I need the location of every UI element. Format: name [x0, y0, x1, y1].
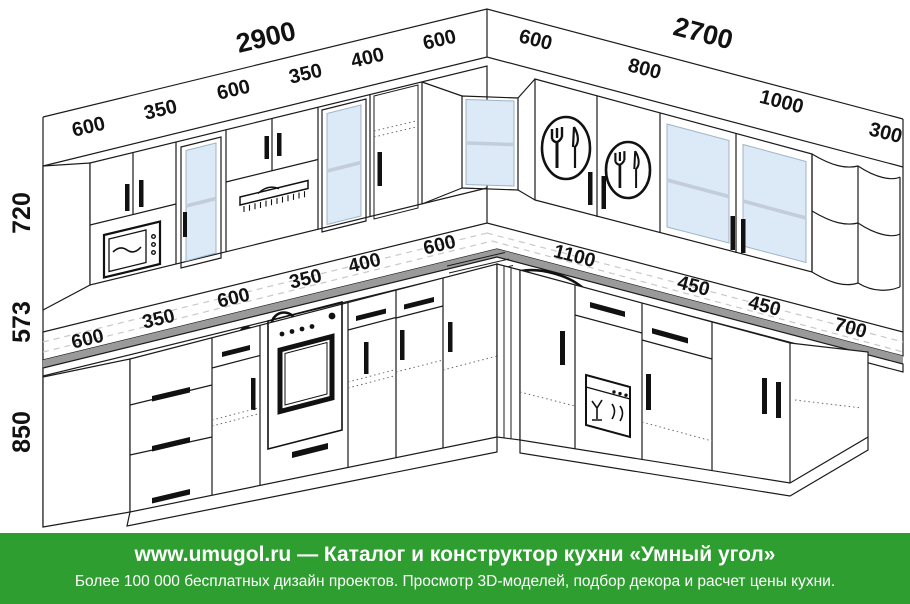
glass-cabinet-1 — [180, 136, 222, 269]
plain-upper-cabinet — [373, 84, 419, 220]
oven-cabinet — [267, 300, 343, 458]
oven-icon — [267, 300, 343, 451]
base-corner-cabinet-right — [762, 378, 863, 418]
glass-cabinet-wide — [666, 123, 807, 264]
base-cabinets-left — [42, 263, 498, 528]
dim-upper-left-1: 350 — [142, 96, 180, 125]
dishwasher-cabinet — [574, 302, 643, 439]
footer-banner: www.umugol.ru — Каталог и конструктор ку… — [0, 533, 910, 604]
cutlery-door-2 — [601, 140, 652, 209]
dim-upper-left-0: 600 — [70, 113, 108, 142]
dim-upper-left-5: 600 — [421, 26, 459, 55]
open-corner-shelf — [811, 153, 901, 291]
fork-knife-icon — [614, 150, 640, 189]
dim-upper-left-3: 350 — [287, 60, 325, 89]
dim-height-gap: 573 — [8, 301, 36, 343]
plinth-left — [126, 437, 498, 527]
base-corner-cabinet-left — [442, 322, 498, 371]
dim-upper-left-4: 400 — [349, 44, 387, 73]
upper-cabinets-left — [42, 65, 536, 311]
dim-total-right: 2700 — [670, 11, 736, 55]
dim-upper-right-1: 800 — [626, 54, 664, 84]
base-cabinets-right — [519, 269, 869, 497]
sink-base-door — [519, 331, 576, 407]
base-corner-post — [496, 263, 521, 441]
plinth-right — [519, 437, 869, 497]
base-cabinet-350-2 — [347, 308, 397, 389]
base-cabinet-350-1 — [211, 345, 261, 427]
upper-cabinets-right — [534, 78, 901, 291]
dim-upper-right-3: 300 — [867, 118, 905, 148]
kitchen-isometric-diagram: 2900 2700 600 350 600 350 400 600 600 80… — [8, 8, 905, 528]
footer-site-title: www.umugol.ru — Каталог и конструктор ку… — [134, 543, 776, 566]
upper-left-side-panel — [42, 162, 91, 311]
dim-upper-left-2: 600 — [215, 76, 253, 105]
base-left-side-panel — [42, 358, 131, 528]
drawer-base-cabinet — [129, 384, 213, 504]
cutlery-door-1 — [540, 115, 593, 205]
cooker-hood-icon — [239, 179, 309, 212]
footer-tagline: Более 100 000 бесплатных дизайн проектов… — [74, 573, 836, 590]
glass-cabinet-2 — [321, 98, 367, 233]
base-cabinet-400 — [395, 297, 444, 373]
hood-cabinet — [225, 119, 319, 212]
dishwasher-icon — [585, 373, 631, 439]
dim-height-base: 850 — [8, 411, 36, 453]
fork-knife-icon — [550, 126, 579, 168]
corner-glass-cabinet — [421, 78, 536, 205]
dim-total-left: 2900 — [233, 16, 298, 59]
dim-upper-right-0: 600 — [517, 25, 555, 55]
countertop — [42, 222, 904, 377]
dim-height-upper: 720 — [8, 192, 36, 234]
microwave-cabinet — [89, 152, 177, 279]
microwave-icon — [102, 220, 162, 279]
base-cabinet-450 — [641, 328, 713, 442]
